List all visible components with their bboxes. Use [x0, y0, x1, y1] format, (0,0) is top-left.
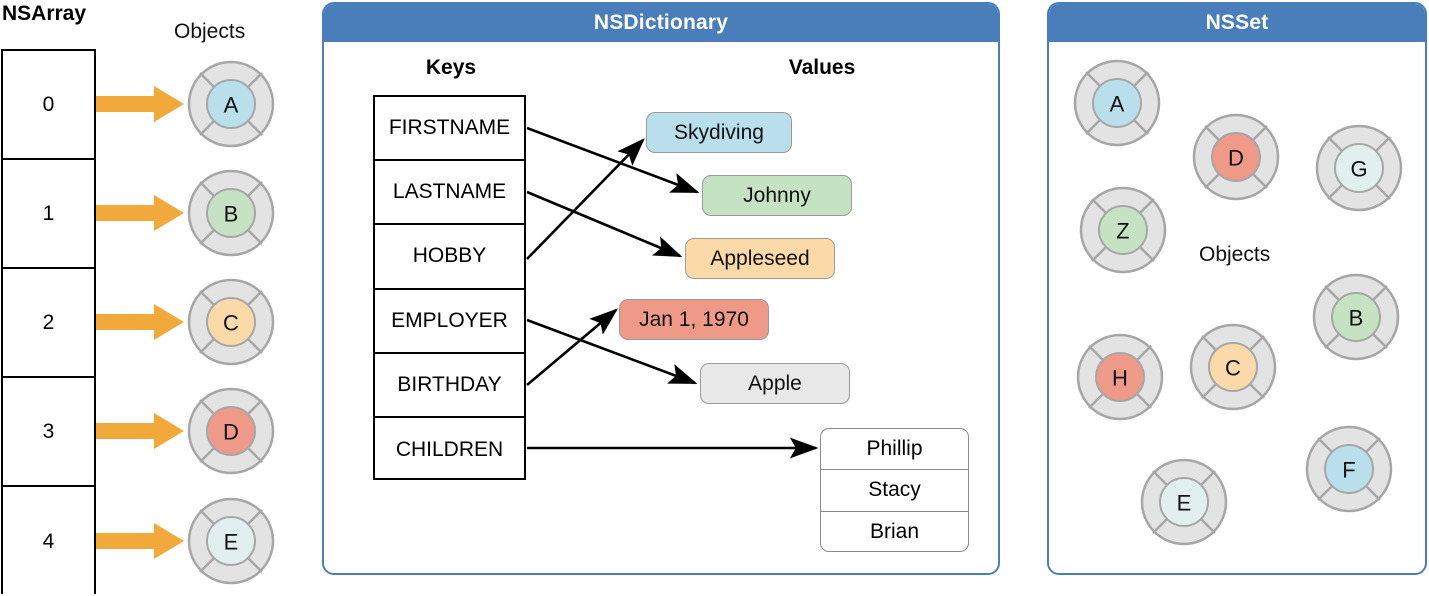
dictionary-value-chip[interactable]: Skydiving [646, 112, 792, 153]
values-header: Values [788, 56, 856, 79]
object-core [1092, 78, 1142, 128]
set-object-token[interactable]: F [1304, 424, 1394, 514]
object-core [1334, 143, 1384, 193]
dictionary-key-cell[interactable]: EMPLOYER [375, 290, 524, 354]
set-object-token[interactable]: D [1191, 112, 1281, 202]
nsarray-title: NSArray [2, 2, 87, 25]
array-index-cell[interactable]: 4 [3, 487, 94, 596]
object-letter: F [1342, 458, 1355, 483]
dictionary-key-cell[interactable]: BIRTHDAY [375, 354, 524, 418]
dictionary-value-chip[interactable]: Apple [700, 363, 850, 404]
children-list-item[interactable]: Brian [869, 520, 920, 544]
nsset-objects-label: Objects [1199, 243, 1271, 266]
object-core [1211, 132, 1261, 182]
set-object-token[interactable]: C [1188, 322, 1278, 412]
set-object-token[interactable]: Z [1078, 185, 1168, 275]
object-letter: C [1225, 356, 1241, 381]
array-index-cell[interactable]: 2 [3, 269, 94, 378]
array-object-token[interactable]: B [186, 168, 276, 258]
children-list-box: Phillip Stacy Brian [820, 428, 969, 552]
array-arrow [96, 84, 188, 129]
set-object-token[interactable]: H [1075, 332, 1165, 422]
children-list-item[interactable]: Stacy [821, 470, 968, 512]
array-object-token[interactable]: C [186, 277, 276, 367]
object-core [206, 79, 256, 129]
array-index-cell[interactable]: 1 [3, 160, 94, 269]
dictionary-key-cell[interactable]: FIRSTNAME [375, 97, 524, 162]
object-core [1331, 292, 1381, 342]
array-arrow [96, 521, 188, 566]
array-index-cell[interactable]: 3 [3, 378, 94, 487]
object-letter: B [224, 202, 239, 227]
object-core [206, 406, 256, 456]
object-core [1098, 205, 1148, 255]
object-core [1159, 477, 1209, 527]
nsset-header: NSSet [1049, 4, 1425, 42]
dictionary-key-cell[interactable]: HOBBY [375, 225, 524, 290]
dictionary-value-chip[interactable]: Appleseed [685, 238, 835, 279]
nsset-title: NSSet [1205, 11, 1269, 34]
object-letter: D [223, 420, 239, 445]
dictionary-value-chip[interactable]: Jan 1, 1970 [619, 299, 769, 340]
set-object-token[interactable]: E [1139, 457, 1229, 547]
object-core [206, 188, 256, 238]
object-letter: B [1349, 306, 1364, 331]
dictionary-value-chip[interactable]: Johnny [702, 175, 852, 216]
nsarray-index-table: 0 1 2 3 4 [1, 49, 96, 596]
dictionary-key-cell[interactable]: CHILDREN [395, 438, 504, 462]
object-letter: Z [1116, 219, 1129, 244]
nsarray-objects-label: Objects [174, 20, 246, 43]
object-letter: E [224, 530, 239, 555]
object-letter: C [223, 311, 239, 336]
object-core [206, 297, 256, 347]
object-core [1208, 342, 1258, 392]
array-arrow [96, 302, 188, 347]
object-core [1324, 444, 1374, 494]
object-letter: D [1228, 146, 1244, 171]
keys-header: Keys [425, 56, 477, 79]
object-letter: A [224, 93, 239, 118]
dictionary-keys-table: FIRSTNAME LASTNAME HOBBY EMPLOYER BIRTHD… [373, 95, 526, 480]
object-letter: H [1112, 366, 1128, 391]
object-letter: A [1110, 92, 1125, 117]
object-letter: G [1350, 157, 1367, 182]
dictionary-key-cell[interactable]: LASTNAME [375, 161, 524, 226]
set-object-token[interactable]: G [1314, 123, 1404, 213]
array-object-token[interactable]: E [186, 496, 276, 586]
array-arrow [96, 193, 188, 238]
array-object-token[interactable]: A [186, 59, 276, 149]
array-object-token[interactable]: D [186, 386, 276, 476]
set-object-token[interactable]: B [1311, 272, 1401, 362]
array-arrow [96, 411, 188, 456]
array-index-cell[interactable]: 0 [3, 51, 94, 160]
nsdictionary-title: NSDictionary [593, 11, 729, 34]
object-core [1095, 352, 1145, 402]
object-core [206, 516, 256, 566]
set-object-token[interactable]: A [1072, 58, 1162, 148]
object-letter: E [1177, 491, 1192, 516]
children-list-item[interactable]: Phillip [821, 429, 968, 471]
nsdictionary-header: NSDictionary [324, 4, 998, 42]
